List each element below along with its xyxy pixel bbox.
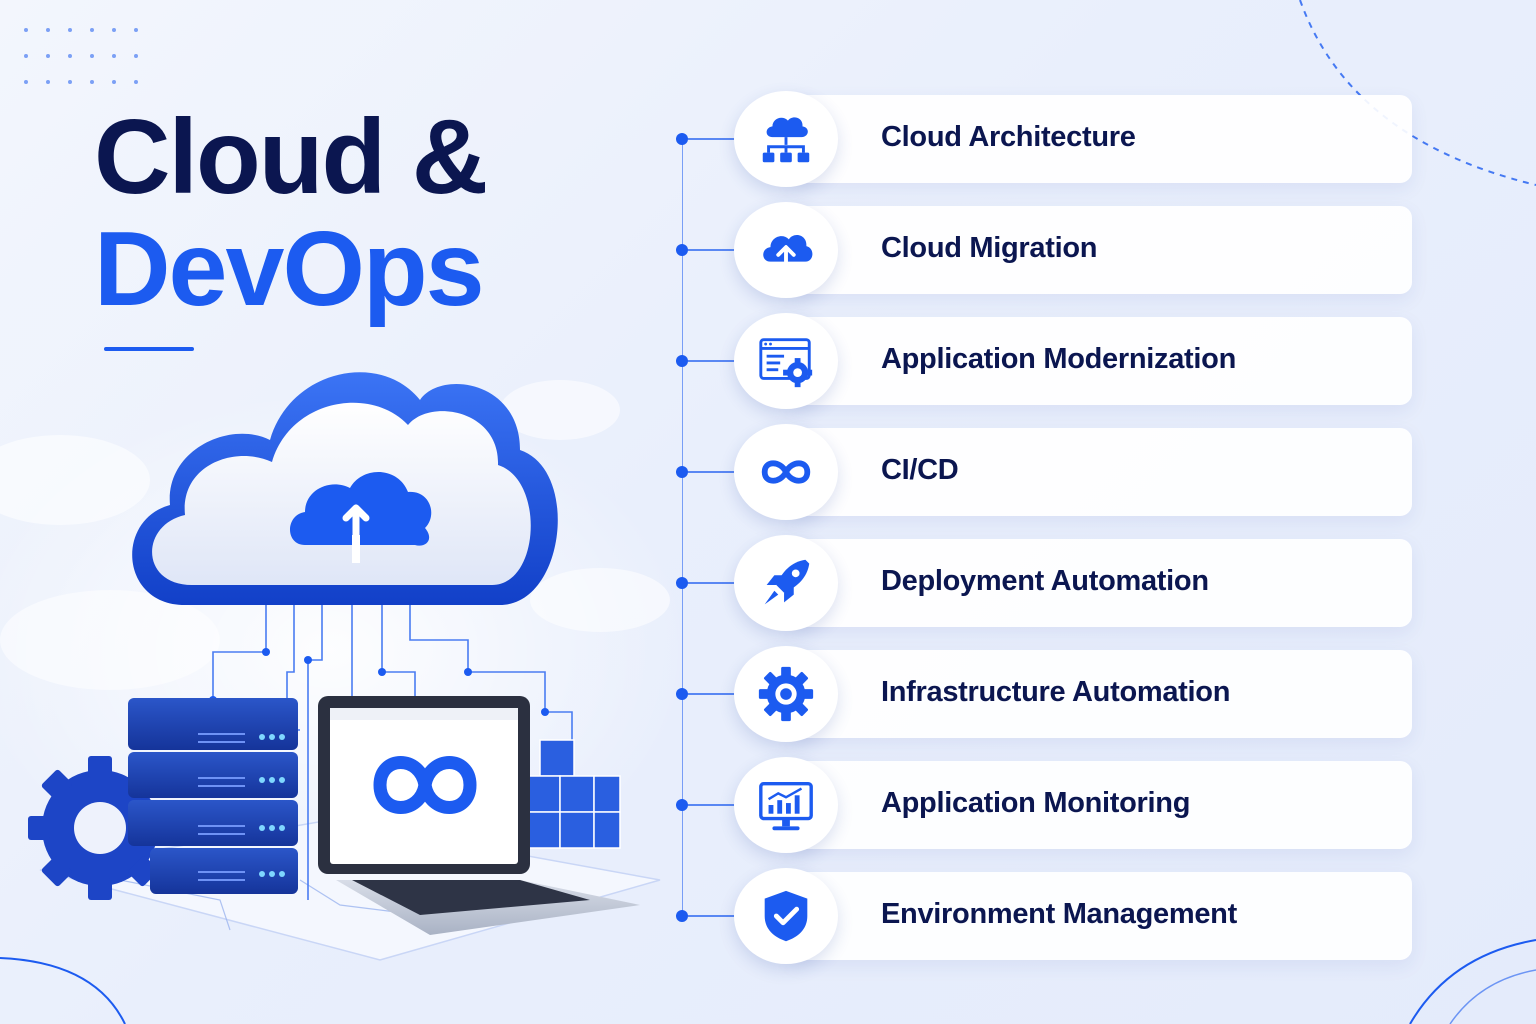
service-label: Deployment Automation [881, 565, 1209, 597]
service-label: CI/CD [881, 454, 959, 486]
server-stack [128, 698, 298, 894]
corner-arc-decoration [1409, 939, 1536, 1024]
service-item-cloud-migration[interactable]: Cloud Migration [676, 202, 1416, 298]
cloud-upload-icon [734, 202, 838, 298]
cube-stack [525, 739, 621, 849]
service-card [788, 539, 1412, 627]
service-label: Cloud Architecture [881, 121, 1136, 153]
app-window-gear-icon [734, 313, 838, 409]
timeline-line [682, 140, 683, 916]
timeline-node [676, 244, 688, 256]
timeline-node [676, 577, 688, 589]
timeline-node [676, 133, 688, 145]
service-label: Infrastructure Automation [881, 676, 1231, 708]
dot-grid-decoration [24, 28, 138, 84]
title-line-cloud: Cloud & [94, 98, 488, 216]
service-item-ci-cd[interactable]: CI/CD [676, 424, 1416, 520]
service-card [788, 206, 1412, 294]
title-underline [104, 347, 194, 351]
timeline-node [676, 355, 688, 367]
shield-check-icon [734, 868, 838, 964]
service-card [788, 428, 1412, 516]
gear-icon [734, 646, 838, 742]
title-line-devops: DevOps [94, 210, 485, 328]
page-title: Cloud & DevOps [94, 98, 488, 328]
cloud-3d [132, 372, 558, 605]
timeline-connector [688, 693, 738, 695]
service-label: Application Modernization [881, 343, 1236, 375]
service-card [788, 872, 1412, 960]
monitor-chart-icon [734, 757, 838, 853]
service-item-deployment-automation[interactable]: Deployment Automation [676, 535, 1416, 631]
service-item-application-monitoring[interactable]: Application Monitoring [676, 757, 1416, 853]
service-item-environment-management[interactable]: Environment Management [676, 868, 1416, 964]
timeline-connector [688, 582, 738, 584]
service-label: Application Monitoring [881, 787, 1191, 819]
laptop [318, 696, 640, 935]
cloud-network-icon [734, 91, 838, 187]
service-item-infrastructure-automation[interactable]: Infrastructure Automation [676, 646, 1416, 742]
cloud-devops-illustration [28, 372, 661, 961]
timeline-connector [688, 915, 738, 917]
service-card [788, 95, 1412, 183]
infinity-icon [734, 424, 838, 520]
rocket-icon [734, 535, 838, 631]
service-card [788, 650, 1412, 738]
timeline-connector [688, 360, 738, 362]
timeline-connector [688, 471, 738, 473]
service-label: Cloud Migration [881, 232, 1098, 264]
timeline-node [676, 910, 688, 922]
timeline-node [676, 466, 688, 478]
service-label: Environment Management [881, 898, 1237, 930]
timeline-connector [688, 138, 738, 140]
timeline-connector [688, 249, 738, 251]
timeline-node [676, 688, 688, 700]
service-card [788, 317, 1412, 405]
timeline-node [676, 799, 688, 811]
service-item-cloud-architecture[interactable]: Cloud Architecture [676, 91, 1416, 187]
service-card [788, 761, 1412, 849]
timeline-connector [688, 804, 738, 806]
service-item-application-modernization[interactable]: Application Modernization [676, 313, 1416, 409]
